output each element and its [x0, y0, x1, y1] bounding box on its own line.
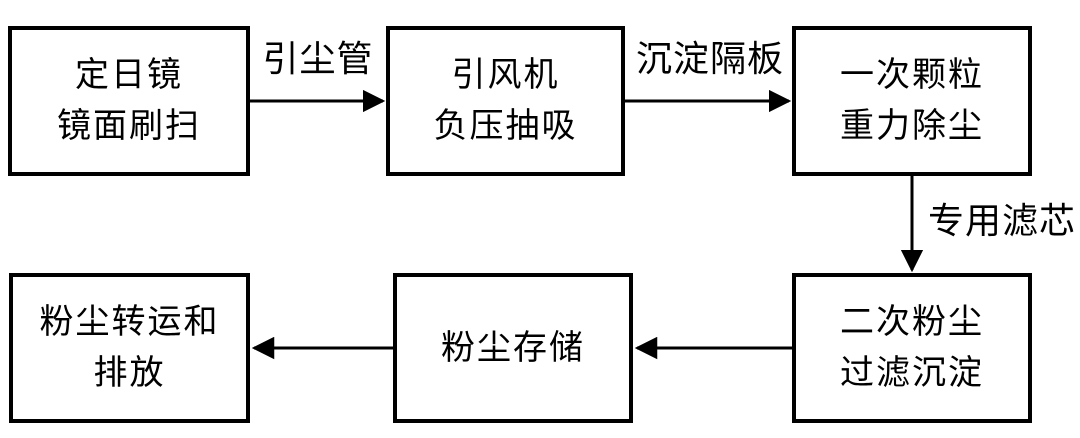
node-label: 定日镜 镜面刷扫 — [57, 57, 201, 145]
node-dust-transfer-and-discharge: 粉尘转运和 排放 — [9, 273, 250, 423]
node-primary-particle-gravity-dedusting: 一次颗粒 重力除尘 — [792, 26, 1032, 176]
edge-label-settling-baffle: 沉淀隔板 — [635, 39, 784, 79]
edge-label-special-filter-cartridge: 专用滤芯 — [928, 201, 1077, 241]
node-secondary-dust-filter-settling: 二次粉尘 过滤沉淀 — [792, 273, 1032, 423]
node-label: 粉尘转运和 排放 — [39, 304, 220, 392]
node-label: 一次颗粒 重力除尘 — [840, 57, 984, 145]
node-label: 引风机 负压抽吸 — [433, 57, 578, 145]
node-induced-draft-fan-negative-pressure: 引风机 负压抽吸 — [386, 26, 625, 176]
edge-label-dust-duct: 引尘管 — [262, 39, 374, 79]
node-label: 粉尘存储 — [441, 329, 585, 367]
node-heliostat-mirror-brushing: 定日镜 镜面刷扫 — [8, 26, 250, 176]
node-label: 二次粉尘 过滤沉淀 — [840, 304, 984, 392]
node-dust-storage: 粉尘存储 — [393, 273, 633, 423]
